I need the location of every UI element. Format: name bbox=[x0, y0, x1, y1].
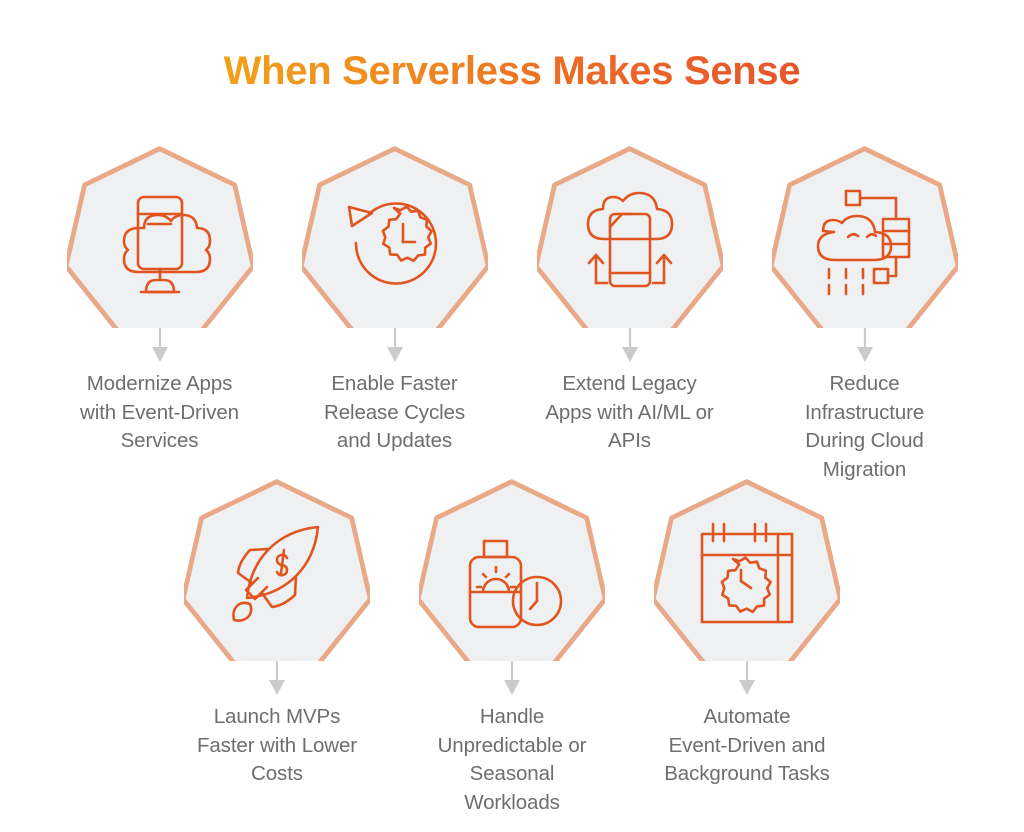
card-reduce-infrastructure[interactable]: Reduce Infrastructure During Cloud Migra… bbox=[747, 142, 982, 484]
card-row-1: Modernize Apps with Event-Driven Service… bbox=[0, 142, 1024, 484]
rocket-dollar-icon bbox=[184, 479, 370, 661]
badge-heptagon bbox=[536, 142, 723, 328]
badge-heptagon bbox=[771, 142, 958, 328]
badge-heptagon bbox=[654, 475, 840, 661]
connector-arrow bbox=[262, 659, 292, 697]
card-automate-event-driven[interactable]: Automate Event-Driven and Background Tas… bbox=[630, 475, 865, 817]
page-title: When Serverless Makes Sense bbox=[223, 48, 801, 93]
badge-heptagon bbox=[419, 475, 605, 661]
card-enable-faster-release[interactable]: Enable Faster Release Cycles and Updates bbox=[277, 142, 512, 484]
card-label: Launch MVPs Faster with Lower Costs bbox=[196, 705, 358, 785]
rain-cloud-server-icon bbox=[771, 146, 958, 328]
connector-arrow bbox=[380, 326, 410, 364]
card-extend-legacy-apps[interactable]: Extend Legacy Apps with AI/ML or APIs bbox=[512, 142, 747, 484]
connector-arrow bbox=[145, 326, 175, 364]
connector-arrow bbox=[850, 326, 880, 364]
card-label: Modernize Apps with Event-Driven Service… bbox=[80, 372, 239, 452]
card-handle-unpredictable[interactable]: Handle Unpredictable or Seasonal Workloa… bbox=[395, 475, 630, 817]
card-row-2: Launch MVPs Faster with Lower Costs bbox=[0, 475, 1024, 817]
calendar-gear-clock-icon bbox=[654, 479, 840, 661]
card-label: Extend Legacy Apps with AI/ML or APIs bbox=[545, 372, 714, 452]
connector-arrow bbox=[732, 659, 762, 697]
card-label: Reduce Infrastructure During Cloud Migra… bbox=[804, 372, 925, 481]
title-container: When Serverless Makes Sense bbox=[0, 22, 1024, 121]
badge-heptagon bbox=[301, 142, 488, 328]
cloud-mobile-upload-icon bbox=[536, 146, 723, 328]
monitor-cloud-icon bbox=[66, 146, 253, 328]
refresh-gear-clock-icon bbox=[301, 146, 488, 328]
card-modernize-apps[interactable]: Modernize Apps with Event-Driven Service… bbox=[42, 142, 277, 484]
card-launch-mvps[interactable]: Launch MVPs Faster with Lower Costs bbox=[160, 475, 395, 817]
card-label: Automate Event-Driven and Background Tas… bbox=[664, 705, 830, 785]
badge-heptagon bbox=[66, 142, 253, 328]
card-label: Handle Unpredictable or Seasonal Workloa… bbox=[437, 705, 587, 814]
card-label: Enable Faster Release Cycles and Updates bbox=[323, 372, 466, 452]
badge-heptagon bbox=[184, 475, 370, 661]
connector-arrow bbox=[615, 326, 645, 364]
connector-arrow bbox=[497, 659, 527, 697]
suitcase-sun-clock-icon bbox=[419, 479, 605, 661]
